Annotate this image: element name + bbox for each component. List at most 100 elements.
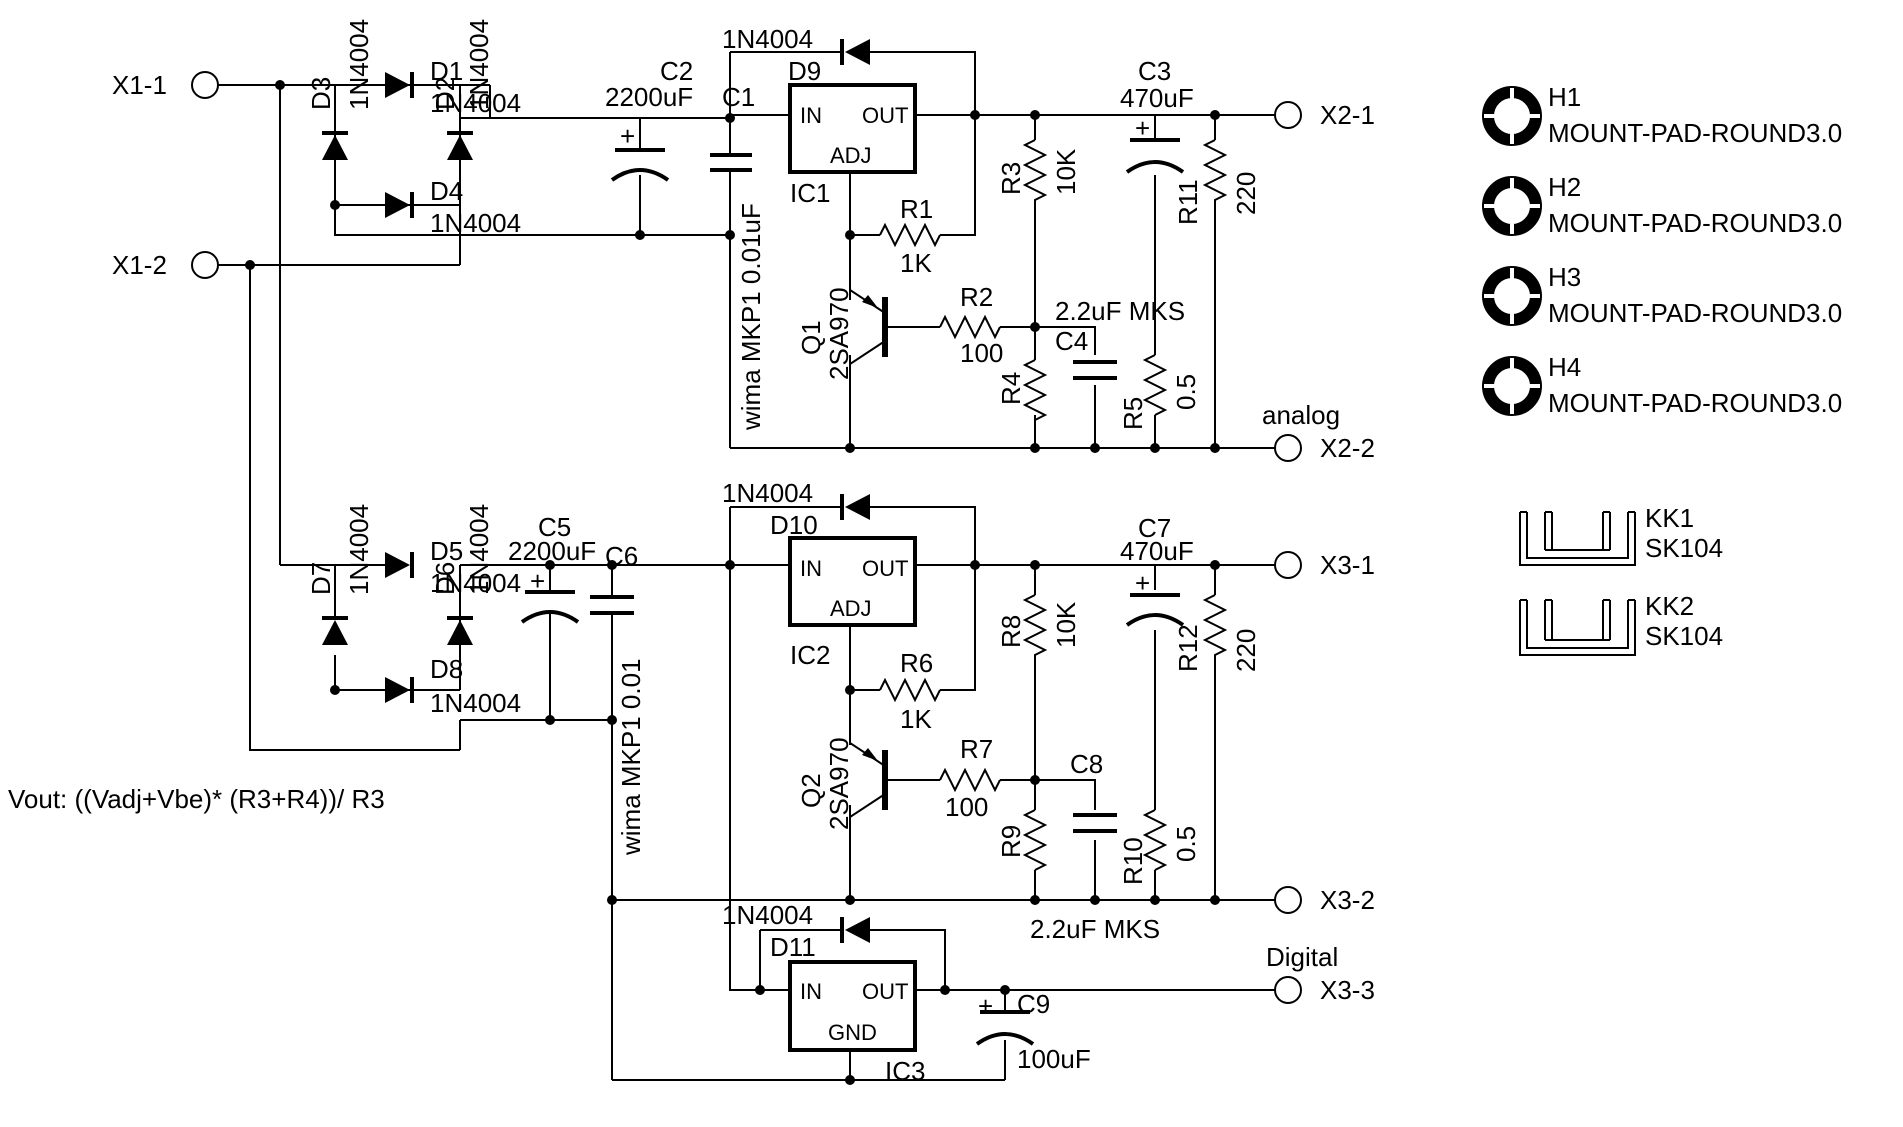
mount-pad-h4-value: MOUNT-PAD-ROUND3.0	[1548, 388, 1842, 418]
capacitor-c9-name: C9	[1017, 989, 1050, 1019]
mount-pad-h2-value: MOUNT-PAD-ROUND3.0	[1548, 208, 1842, 238]
regulator-ic2: IN OUT ADJ IC2	[788, 536, 917, 670]
resistor-r2-name: R2	[960, 282, 993, 312]
regulator-ic1: IN OUT ADJ IC1	[788, 83, 917, 208]
capacitor-c3: + C3 470uF	[1120, 56, 1194, 174]
diode-d8-label: D8	[430, 654, 463, 684]
mount-pad-h1-value: MOUNT-PAD-ROUND3.0	[1548, 118, 1842, 148]
diode-d1-value: 1N4004	[430, 88, 521, 118]
terminal-x3-1-label: X3-1	[1320, 550, 1375, 580]
capacitor-c2-value: 2200uF	[605, 82, 693, 112]
diode-d9-label: D9	[788, 56, 821, 86]
regulator-ic3-pin-gnd: GND	[828, 1020, 877, 1045]
capacitor-c7-plus: +	[1135, 568, 1150, 598]
mount-pad-h2: H2 MOUNT-PAD-ROUND3.0	[1482, 172, 1842, 238]
terminal-x3-3: X3-3 Digital	[1266, 942, 1375, 1005]
capacitor-c5-value: 2200uF	[508, 536, 596, 566]
capacitor-c7-name: C7	[1138, 513, 1171, 543]
junction-dots	[245, 80, 1220, 1085]
terminal-x3-2-label: X3-2	[1320, 885, 1375, 915]
capacitor-c7: + C7 470uF	[1120, 513, 1194, 627]
resistor-r3: R3 10K	[996, 139, 1081, 205]
mount-pad-h4: H4 MOUNT-PAD-ROUND3.0	[1482, 352, 1842, 418]
heatsink-kk1: KK1 SK104	[1519, 503, 1723, 566]
diode-d2-value: 1N4004	[464, 19, 494, 110]
diode-d2-label: D2	[430, 77, 460, 110]
resistor-r5-value: 0.5	[1171, 374, 1201, 410]
resistor-r5: R5 0.5	[1118, 354, 1201, 430]
terminal-x1-1: X1-1	[112, 70, 219, 100]
capacitor-c1-name: C1	[722, 82, 755, 112]
net-label-analog: analog	[1262, 400, 1340, 430]
terminal-x1-2-label: X1-2	[112, 250, 167, 280]
capacitor-c5-plus: +	[530, 566, 545, 596]
diode-d6-label: D6	[430, 562, 460, 595]
diode-d5-label: D5	[430, 536, 463, 566]
resistor-r7: R7 100	[939, 734, 1001, 822]
heatsink-kk2-name: KK2	[1645, 591, 1694, 621]
mount-pad-h3-name: H3	[1548, 262, 1581, 292]
regulator-ic3-name: IC3	[885, 1056, 925, 1086]
capacitor-c9: + C9 100uF	[975, 989, 1091, 1074]
capacitor-c2-name: C2	[660, 56, 693, 86]
capacitor-c4-value: 2.2uF MKS	[1055, 296, 1185, 326]
capacitor-c4-name: C4	[1055, 326, 1088, 356]
resistor-r1-name: R1	[900, 194, 933, 224]
resistor-r9: R9	[996, 809, 1048, 871]
diode-d3-value: 1N4004	[344, 19, 374, 110]
resistor-r4: R4	[996, 359, 1048, 422]
diode-d1-label: D1	[430, 56, 463, 86]
resistor-r8: R8 10K	[996, 594, 1081, 660]
diode-d10-label: D10	[770, 510, 818, 540]
mount-pad-h4-name: H4	[1548, 352, 1581, 382]
capacitor-c4: C4 2.2uF MKS	[1055, 296, 1185, 380]
resistor-r9-name: R9	[996, 825, 1026, 858]
resistor-r3-value: 10K	[1051, 148, 1081, 195]
regulator-ic2-pin-adj: ADJ	[830, 596, 872, 621]
diode-d9: 1N4004 D9	[722, 24, 870, 86]
terminal-x3-1: X3-1	[1274, 550, 1375, 580]
diode-d5: D5 1N4004	[385, 536, 521, 598]
resistor-r2: R2 100	[939, 282, 1003, 368]
resistor-r12-name: R12	[1173, 624, 1203, 672]
resistor-r5-name: R5	[1118, 397, 1148, 430]
resistor-r8-value: 10K	[1051, 601, 1081, 648]
transistor-q2-name: Q2	[796, 773, 826, 808]
diode-d7: D7 1N4004	[306, 504, 374, 645]
regulator-ic3-pin-in: IN	[800, 979, 822, 1004]
diode-d11: 1N4004 D11	[722, 900, 870, 962]
terminal-x3-3-label: X3-3	[1320, 975, 1375, 1005]
regulator-ic1-pin-in: IN	[800, 103, 822, 128]
resistor-r10-value: 0.5	[1171, 826, 1201, 862]
resistor-r6-name: R6	[900, 648, 933, 678]
resistor-r1-value: 1K	[900, 248, 932, 278]
transistor-q2: Q2 2SA970	[796, 690, 890, 900]
resistor-r12: R12 220	[1173, 594, 1261, 672]
regulator-ic3: IN OUT GND IC3	[788, 960, 925, 1086]
resistor-r7-name: R7	[960, 734, 993, 764]
capacitor-c2: + C2 2200uF	[605, 56, 693, 182]
regulator-ic2-name: IC2	[790, 640, 830, 670]
resistor-r11: R11 220	[1173, 139, 1261, 225]
resistor-r2-value: 100	[960, 338, 1003, 368]
regulator-ic2-pin-out: OUT	[862, 556, 908, 581]
diode-d11-label: D11	[770, 932, 816, 962]
diode-d2: D2 1N4004	[430, 19, 494, 160]
transistor-q1-name: Q1	[796, 320, 826, 355]
diode-d10-value: 1N4004	[722, 478, 813, 508]
resistor-r6-value: 1K	[900, 704, 932, 734]
diode-d4-value: 1N4004	[430, 208, 521, 238]
diode-d8: D8 1N4004	[385, 654, 521, 718]
output-voltage-formula: Vout: ((Vadj+Vbe)* (R3+R4))/ R3	[8, 784, 385, 814]
heatsink-kk2: KK2 SK104	[1519, 591, 1723, 656]
diode-d4-label: D4	[430, 176, 463, 206]
transistor-q2-value: 2SA970	[824, 737, 854, 830]
regulator-ic2-pin-in: IN	[800, 556, 822, 581]
terminal-x2-2-label: X2-2	[1320, 433, 1375, 463]
diode-d5-value: 1N4004	[430, 568, 521, 598]
resistor-r11-value: 220	[1231, 172, 1261, 215]
terminal-x3-2: X3-2	[1274, 885, 1375, 915]
terminal-x2-1-label: X2-1	[1320, 100, 1375, 130]
diode-d10: 1N4004 D10	[722, 478, 870, 540]
terminal-x2-2: X2-2 analog	[1262, 400, 1375, 463]
